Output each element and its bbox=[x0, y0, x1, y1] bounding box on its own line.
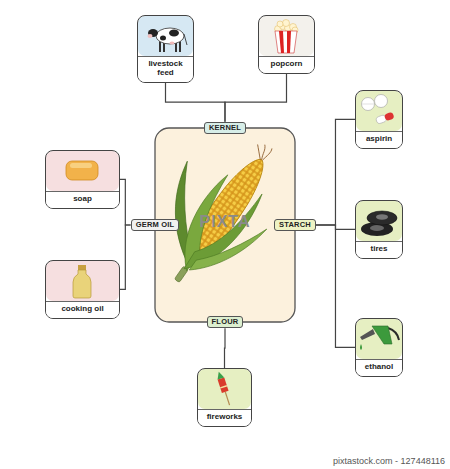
part-label: GERM OIL bbox=[131, 219, 180, 232]
product-card: tires bbox=[355, 200, 403, 259]
icon-window bbox=[198, 369, 251, 410]
nozzle-icon bbox=[360, 326, 399, 350]
part-label: FLOUR bbox=[207, 316, 244, 329]
product-card: cooking oil bbox=[45, 260, 120, 319]
pill-icon bbox=[362, 95, 395, 125]
icon-window bbox=[356, 91, 402, 132]
watermark: PIXTA bbox=[200, 213, 251, 231]
part-label: STARCH bbox=[274, 219, 316, 232]
connector bbox=[316, 225, 355, 347]
product-card: soap bbox=[45, 150, 120, 209]
icon-window bbox=[46, 151, 119, 192]
rocket-icon bbox=[215, 371, 232, 406]
product-name: aspirin bbox=[358, 135, 400, 144]
label-area: aspirin bbox=[356, 132, 402, 148]
product-name: livestock feed bbox=[140, 60, 191, 78]
part-label: KERNEL bbox=[204, 122, 246, 135]
part-name: GERM OIL bbox=[136, 220, 175, 229]
connector bbox=[120, 225, 131, 289]
label-area: cooking oil bbox=[46, 302, 119, 318]
cow-icon bbox=[148, 28, 188, 52]
product-card: popcorn bbox=[258, 15, 315, 74]
corn-ear bbox=[128, 113, 307, 306]
label-area: fireworks bbox=[198, 410, 251, 426]
label-area: popcorn bbox=[259, 57, 314, 73]
product-card: livestock feed bbox=[137, 15, 194, 83]
icon-window bbox=[138, 16, 193, 57]
connector bbox=[120, 179, 131, 225]
product-card: fireworks bbox=[197, 368, 252, 427]
credit-line: pixtastock.com - 127448116 bbox=[333, 456, 445, 466]
connector bbox=[316, 119, 355, 225]
label-area: tires bbox=[356, 242, 402, 258]
bottle-icon bbox=[73, 265, 91, 298]
product-name: cooking oil bbox=[48, 305, 117, 314]
icon-window bbox=[356, 319, 402, 360]
icon-window bbox=[259, 16, 314, 57]
product-name: ethanol bbox=[358, 363, 400, 372]
label-area: soap bbox=[46, 192, 119, 208]
connector bbox=[224, 328, 226, 368]
label-area: ethanol bbox=[356, 360, 402, 376]
product-name: soap bbox=[48, 195, 117, 204]
icon-window bbox=[356, 201, 402, 242]
part-name: FLOUR bbox=[212, 317, 239, 326]
product-name: fireworks bbox=[200, 413, 249, 422]
product-name: tires bbox=[358, 245, 400, 254]
soap-icon bbox=[66, 161, 98, 180]
part-name: KERNEL bbox=[209, 123, 241, 132]
label-area: livestock feed bbox=[138, 57, 193, 82]
part-name: STARCH bbox=[279, 220, 311, 229]
connector bbox=[225, 74, 287, 122]
popcorn-icon bbox=[275, 20, 299, 54]
product-card: ethanol bbox=[355, 318, 403, 377]
product-card: aspirin bbox=[355, 90, 403, 149]
icon-window bbox=[46, 261, 119, 302]
product-name: popcorn bbox=[261, 60, 312, 69]
tire-icon bbox=[361, 211, 397, 236]
connector bbox=[166, 83, 225, 122]
